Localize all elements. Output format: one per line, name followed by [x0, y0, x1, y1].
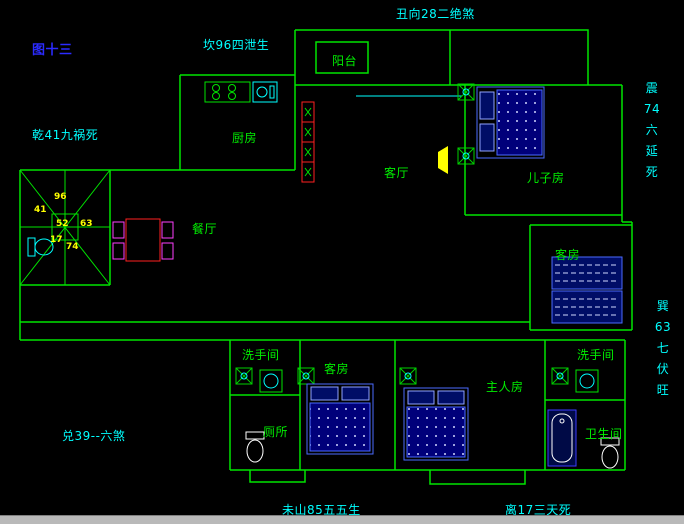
compass-toilet-icon — [27, 237, 54, 257]
door-icon — [399, 367, 417, 385]
guest-bed-icon — [306, 383, 374, 455]
room-label-washroom-left: 洗手间 — [242, 348, 280, 362]
fengshui-qian-label: 乾41九祸死 — [32, 128, 99, 142]
master-bed-icon — [403, 387, 469, 461]
fengshui-top-label: 丑向28二绝煞 — [396, 7, 475, 21]
bathtub-icon — [547, 409, 577, 467]
compass-number: 74 — [66, 242, 79, 252]
washbasin-right-icon — [575, 369, 599, 393]
room-label-kitchen: 厨房 — [232, 131, 258, 145]
room-label-master-room: 主人房 — [486, 380, 524, 394]
fengshui-kan-label: 坎96四泄生 — [203, 38, 270, 52]
stove-icon — [204, 81, 251, 103]
plant-screen-icon — [301, 101, 315, 183]
compass-number: 52 — [56, 219, 69, 229]
door-icon — [551, 367, 569, 385]
room-label-guest-lower: 客房 — [324, 362, 350, 376]
washbasin-left-icon — [259, 369, 283, 393]
compass-number: 96 — [54, 192, 67, 202]
toilet-bathroom-icon — [600, 437, 620, 469]
bunk-beds-icon — [551, 256, 623, 324]
room-label-balcony: 阳台 — [332, 54, 358, 68]
figure-number-label: 图十三 — [32, 43, 73, 58]
room-label-bathroom: 卫生间 — [585, 427, 623, 441]
window-bottom-edge — [0, 515, 684, 524]
room-label-toilet: 厕所 — [263, 425, 289, 439]
fengshui-dui-label: 兑39--六煞 — [62, 429, 126, 443]
fengshui-xun-label: 巽 63 七 伏 旺 — [654, 299, 672, 397]
compass-diagram — [19, 169, 111, 286]
room-label-son-room: 儿子房 — [527, 171, 565, 185]
compass-number: 17 — [50, 235, 63, 245]
room-label-dining-room: 餐厅 — [192, 222, 218, 236]
kitchen-sink-icon — [252, 81, 278, 103]
compass-number: 63 — [80, 219, 93, 229]
fengshui-zhen-label: 震 74 六 延 死 — [643, 81, 661, 179]
room-label-living-room: 客厅 — [384, 166, 410, 180]
dining-table-icon — [112, 218, 174, 262]
compass-number: 41 — [34, 205, 47, 215]
room-label-washroom-right: 洗手间 — [577, 348, 615, 362]
toilet-icon — [245, 431, 265, 463]
fengshui-weishan-label: 未山85五五生 — [282, 503, 361, 517]
son-bed-icon — [476, 86, 545, 159]
fengshui-li-label: 离17三天死 — [505, 503, 572, 517]
entrance-door-icon — [438, 146, 448, 174]
room-label-guest-upper: 客房 — [555, 248, 581, 262]
door-icon — [457, 83, 475, 101]
door-icon — [457, 147, 475, 165]
walls — [19, 29, 633, 485]
door-icon — [235, 367, 253, 385]
